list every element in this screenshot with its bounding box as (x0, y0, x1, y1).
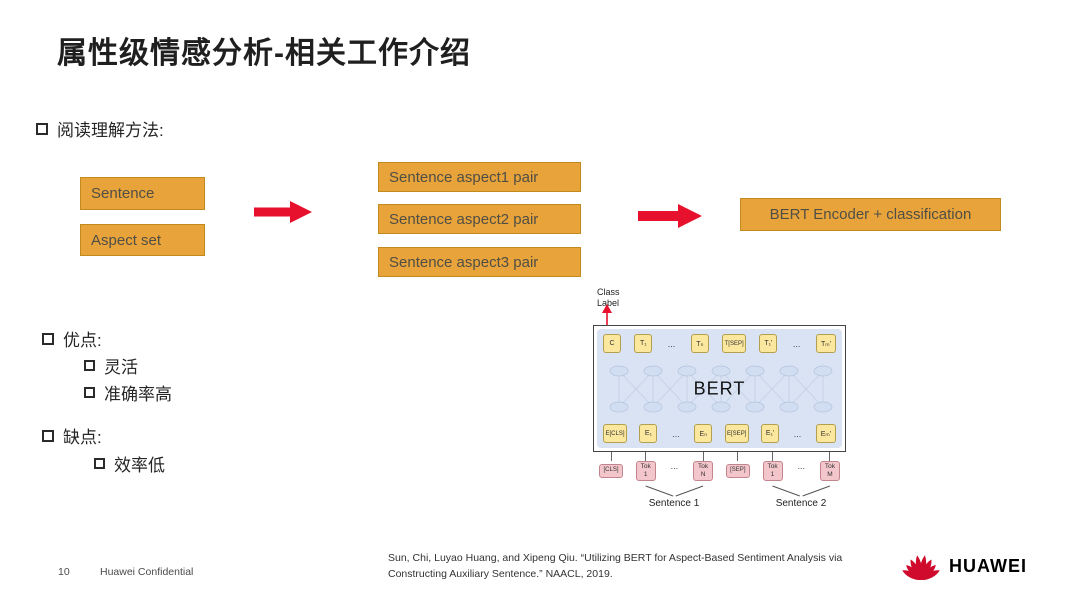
up-arrow-icon (599, 452, 623, 461)
sentence-brackets (645, 485, 831, 497)
square-bullet-icon (94, 458, 105, 469)
token-box: Eₙ (694, 424, 713, 443)
input-token-box: [SEP] (725, 464, 750, 478)
ellipsis-dots: ... (670, 461, 679, 471)
pair2-box-label: Sentence aspect2 pair (389, 210, 539, 228)
pros-item: 准确率高 (84, 380, 172, 405)
ellipsis-dots: ... (667, 338, 676, 349)
bert-encoder-box: BERT Encoder + classification (740, 198, 1001, 231)
huawei-wordmark: HUAWEI (949, 556, 1027, 576)
aspect-set-box: Aspect set (80, 224, 205, 256)
up-arrow-icon (820, 452, 840, 461)
citation-line-2: Constructing Auxiliary Sentence.” NAACL,… (388, 567, 613, 580)
bert-model-box: BERT C T₁ ... Tₙ T[SEP] T₁' ... Tₘ' E[CL… (593, 325, 846, 452)
method-bullet-line: 阅读理解方法: (36, 116, 164, 141)
token-box: E[CLS] (603, 424, 627, 443)
input-token-box: Tok 1 (635, 461, 656, 481)
bert-encoder-box-label: BERT Encoder + classification (769, 206, 972, 223)
token-box: E[SEP] (724, 424, 749, 443)
sentence-box: Sentence (80, 177, 205, 210)
huawei-logo: HUAWEI (900, 551, 1027, 582)
pair2-box: Sentence aspect2 pair (378, 204, 581, 234)
token-box: T₁' (759, 334, 778, 353)
citation: Sun, Chi, Luyao Huang, and Xipeng Qiu. “… (388, 551, 908, 583)
sentence1-label: Sentence 1 (648, 498, 700, 509)
bert-output-token-row: C T₁ ... Tₙ T[SEP] T₁' ... Tₘ' (597, 334, 842, 353)
spacer (795, 452, 807, 461)
token-box: Eₘ' (815, 424, 836, 443)
method-label: 阅读理解方法: (57, 121, 164, 140)
pros-item: 灵活 (84, 353, 138, 378)
input-token-box: Tok 1 (762, 461, 783, 481)
flow-arrow-icon (638, 204, 702, 228)
flow-arrow-icon (254, 201, 312, 223)
sentence2-label: Sentence 2 (775, 498, 827, 509)
up-arrow-icon (726, 452, 750, 461)
pros-item-label: 准确率高 (104, 385, 172, 404)
square-bullet-icon (42, 332, 54, 345)
pair3-box: Sentence aspect3 pair (378, 247, 581, 277)
confidential-label: Huawei Confidential (100, 566, 194, 578)
pair1-box-label: Sentence aspect1 pair (389, 168, 539, 186)
pair3-box-label: Sentence aspect3 pair (389, 253, 539, 271)
token-box: C (603, 334, 621, 353)
cons-heading: 缺点: (42, 423, 102, 448)
token-box: Tₘ' (815, 334, 836, 353)
up-arrow-icon (763, 452, 783, 461)
pros-heading-label: 优点: (63, 331, 102, 350)
square-bullet-icon (84, 360, 95, 371)
input-token-box: [CLS] (599, 464, 623, 478)
cons-heading-label: 缺点: (63, 428, 102, 447)
bert-panel: BERT C T₁ ... Tₙ T[SEP] T₁' ... Tₘ' E[CL… (597, 329, 842, 448)
class-arrow-icon (602, 304, 612, 325)
spacer (668, 452, 680, 461)
ellipsis-dots: ... (797, 461, 805, 471)
sentence-box-label: Sentence (91, 185, 155, 202)
input-token-box: Tok M (819, 461, 840, 481)
input-token-box: Tok N (693, 461, 714, 481)
cons-item-label: 效率低 (114, 456, 165, 475)
bert-model-name: BERT (693, 378, 746, 398)
class-label: Class Label (597, 287, 620, 308)
ellipsis-dots: ... (793, 428, 802, 439)
pros-heading: 优点: (42, 326, 102, 351)
token-box: Tₙ (690, 334, 709, 353)
square-bullet-icon (36, 122, 48, 135)
pair1-box: Sentence aspect1 pair (378, 162, 581, 192)
aspect-set-box-label: Aspect set (91, 231, 162, 249)
up-arrow-icon (693, 452, 713, 461)
cons-item: 效率低 (94, 451, 165, 476)
input-token-row: [CLS] Tok 1 ... Tok N [SEP] Tok 1 ... To… (593, 461, 846, 481)
square-bullet-icon (42, 429, 54, 442)
token-box: E₁' (761, 424, 780, 443)
up-arrow-icon (636, 452, 656, 461)
bert-network (609, 365, 833, 413)
huawei-flower-icon (902, 555, 940, 580)
token-box: T₁ (634, 334, 653, 353)
bert-figure: Class Label BERT C T₁ ... Tₙ T[SEP] T₁' … (560, 285, 860, 525)
page-number: 10 (58, 566, 70, 578)
token-input-arrows (593, 452, 846, 461)
citation-line-1: Sun, Chi, Luyao Huang, and Xipeng Qiu. “… (388, 552, 843, 564)
ellipsis-dots: ... (672, 428, 680, 439)
slide-title: 属性级情感分析-相关工作介绍 (57, 37, 471, 70)
square-bullet-icon (84, 387, 95, 398)
ellipsis-dots: ... (792, 338, 801, 349)
pros-item-label: 灵活 (104, 358, 138, 377)
token-box: E₁ (639, 424, 658, 443)
bert-embedding-row: E[CLS] E₁ ... Eₙ E[SEP] E₁' ... Eₘ' (597, 424, 842, 443)
token-box: T[SEP] (722, 334, 747, 353)
